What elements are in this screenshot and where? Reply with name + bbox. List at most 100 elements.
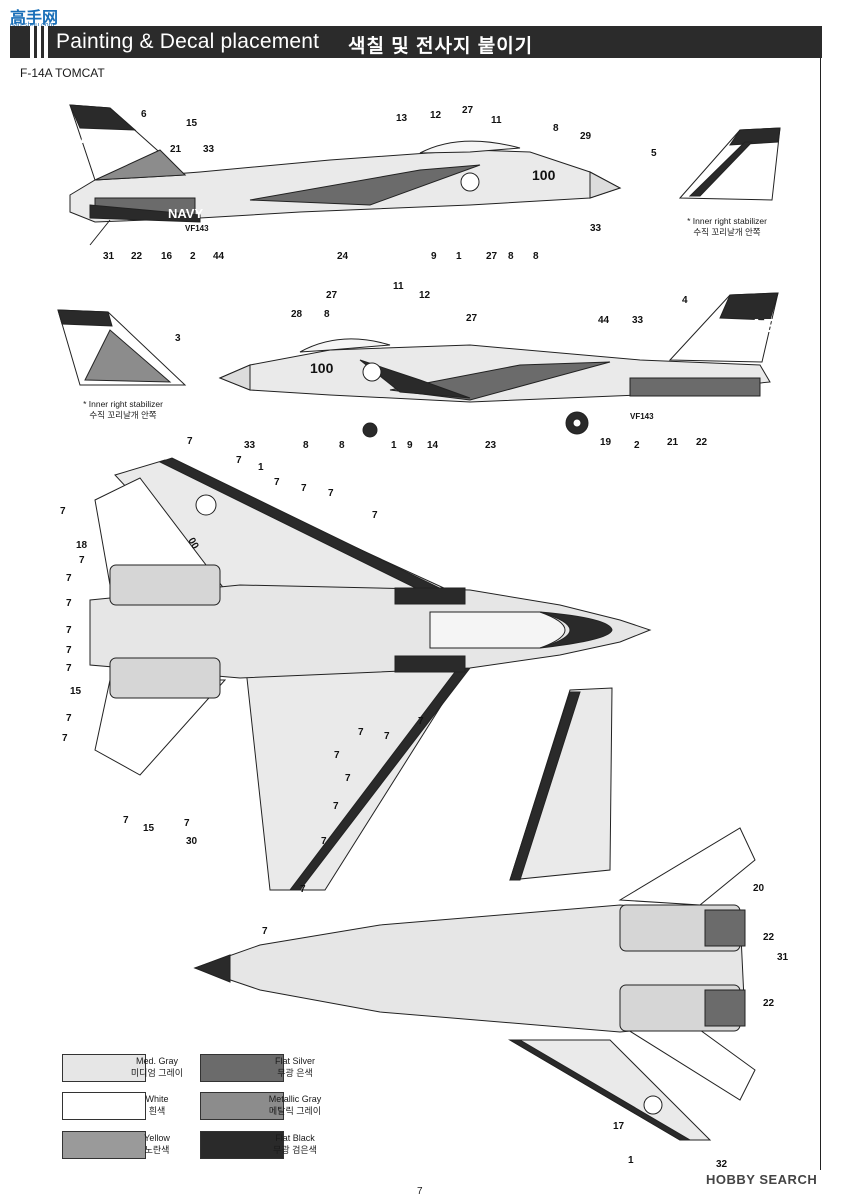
callout: 15 — [143, 823, 155, 834]
inner-stabilizer-view-2 — [57, 309, 187, 386]
callout: 15 — [70, 686, 82, 697]
callout: 7 — [66, 573, 72, 584]
callout: 7 — [384, 731, 390, 742]
legend-swatch-flat-silver — [200, 1054, 284, 1082]
callout: 9 — [431, 251, 437, 262]
callout: 21 — [667, 437, 679, 448]
callout: 7 — [345, 773, 351, 784]
legend-swatch-white — [62, 1092, 146, 1120]
left-side-view — [69, 104, 622, 246]
callout: 19 — [600, 437, 612, 448]
callout: 7 — [66, 645, 72, 656]
callout: 3 — [175, 333, 181, 344]
callout: 7 — [66, 713, 72, 724]
callout: 7 — [62, 733, 68, 744]
callout: 22 — [763, 998, 775, 1009]
callout: 31 — [103, 251, 115, 262]
callout: 33 — [632, 315, 644, 326]
callout: 44 — [213, 251, 225, 262]
right-nose-marking: 100 — [310, 360, 334, 376]
right-side-view — [218, 292, 779, 438]
callout: 33 — [203, 144, 215, 155]
page-frame — [10, 58, 821, 1170]
callout: 30 — [186, 836, 198, 847]
callout: 7 — [187, 436, 193, 447]
callout: 31 — [777, 952, 789, 963]
aircraft-subtitle: F-14A TOMCAT — [20, 66, 105, 80]
header-bar — [10, 26, 822, 58]
callout: 8 — [553, 123, 559, 134]
top-view — [89, 457, 652, 891]
callout: 17 — [613, 1121, 625, 1132]
right-navy-marking: NAVY — [631, 396, 666, 411]
inner-stabilizer-view-1 — [678, 127, 781, 201]
callout: 7 — [184, 818, 190, 829]
right-squadron-marking: VF143 — [630, 412, 654, 421]
callout: 1 — [628, 1155, 634, 1166]
callout: 16 — [161, 251, 173, 262]
callout: 27 — [466, 313, 478, 324]
callout: 7 — [274, 477, 280, 488]
callout: 23 — [485, 440, 497, 451]
callout: 2 — [634, 440, 640, 451]
callout: 7 — [66, 598, 72, 609]
callout: 27 — [326, 290, 338, 301]
stabilizer-note: * Inner right stabilizer 수직 꼬리날개 안쪽 — [83, 399, 163, 421]
callout: 8 — [508, 251, 514, 262]
callout: 8 — [303, 440, 309, 451]
bottom-view — [193, 687, 756, 1141]
callout: 21 — [170, 144, 182, 155]
callout: 9 — [407, 440, 413, 451]
callout: 20 — [753, 883, 765, 894]
site-logo: 高手网 — [10, 10, 59, 27]
callout: 33 — [590, 223, 602, 234]
callout: 7 — [300, 884, 306, 895]
callout: 24 — [337, 251, 349, 262]
callout: 32 — [716, 1159, 728, 1170]
callout: 11 — [393, 281, 404, 292]
callout: 7 — [321, 836, 327, 847]
callout: 22 — [696, 437, 708, 448]
callout: 12 — [419, 290, 431, 301]
callout: 6 — [141, 109, 147, 120]
callout: 7 — [333, 801, 339, 812]
page-title: Painting & Decal placement — [56, 30, 320, 53]
callout: 1 — [391, 440, 397, 451]
callout: 1 — [258, 462, 264, 473]
callout: 7 — [66, 663, 72, 674]
page-number: 7 — [417, 1186, 423, 1197]
callout: 8 — [533, 251, 539, 262]
callout: 7 — [328, 488, 334, 499]
callout: 27 — [462, 105, 474, 116]
callout: 11 — [491, 115, 502, 126]
callout: 8 — [324, 309, 330, 320]
left-squadron-marking: VF143 — [185, 224, 209, 233]
legend-swatch-yellow — [62, 1131, 146, 1159]
callout: 1 — [456, 251, 462, 262]
callout: 44 — [598, 315, 610, 326]
page-title-korean: 색칠 및 전사지 붙이기 — [348, 36, 534, 57]
callout: 14 — [427, 440, 439, 451]
site-logo-url: gao-shou.com — [10, 22, 54, 29]
left-navy-marking: NAVY — [168, 206, 203, 221]
callout: 7 — [79, 555, 85, 566]
callout: 22 — [131, 251, 143, 262]
legend-swatch-metallic-gray — [200, 1092, 284, 1120]
callout: 27 — [486, 251, 498, 262]
callout: 8 — [339, 440, 345, 451]
callout: 4 — [682, 295, 688, 306]
callout: 22 — [763, 932, 775, 943]
callout: 12 — [430, 110, 442, 121]
callout: 5 — [651, 148, 657, 159]
callout: 7 — [334, 750, 340, 761]
callout: 7 — [66, 625, 72, 636]
callout: 28 — [291, 309, 303, 320]
header-stripes-icon — [30, 26, 48, 58]
callout: 7 — [123, 815, 129, 826]
